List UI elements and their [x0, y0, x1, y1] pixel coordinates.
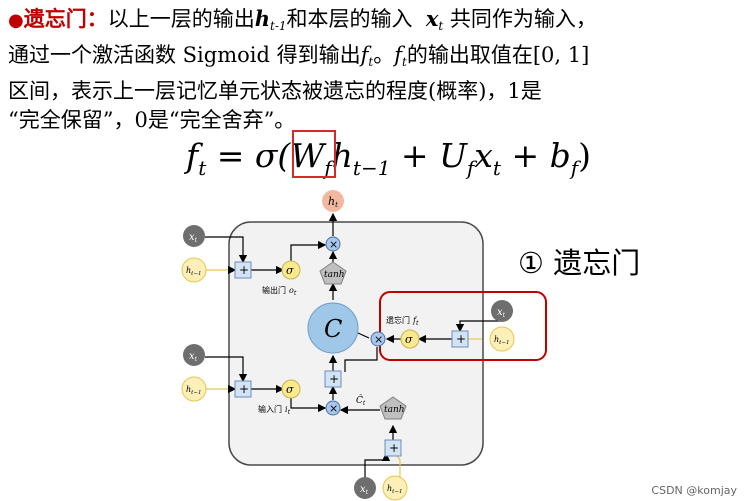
- wf-highlight-box: [292, 130, 336, 178]
- para-line-3: 区间，表示上一层记忆单元状态被遗忘的程度(概率)，1是: [8, 79, 542, 103]
- math-x: x: [425, 6, 439, 31]
- formula-h: h: [331, 136, 353, 175]
- para-line-4: “完全保留”，0是“完全舍弃”。: [8, 108, 296, 132]
- sigma-input-node: [281, 379, 301, 399]
- para-text: 和本层的输入: [286, 7, 413, 31]
- plus-symbol: +: [329, 372, 339, 386]
- multiply-forget-node: [370, 331, 386, 347]
- sigma-label: σ: [286, 383, 294, 396]
- multiply-input-node: [325, 400, 341, 416]
- ht-output-node: [322, 190, 344, 212]
- xt-label: xt: [360, 484, 369, 496]
- ht1-forget-node: [489, 326, 515, 352]
- ht-output-label: ht: [328, 195, 338, 209]
- multiply-symbol: ×: [374, 333, 383, 346]
- formula-h-sub: t−1: [352, 156, 391, 180]
- plus-symbol: +: [239, 263, 249, 277]
- watermark: CSDN @komjay: [651, 484, 737, 497]
- para-line-1: ●遗忘门：以上一层的输出ht-1和本层的输入 xt 共同作为输入，: [8, 4, 746, 41]
- xt-forget-node: [491, 300, 513, 322]
- formula-sigma: σ(: [254, 136, 291, 175]
- tanh-label: tanh: [324, 270, 345, 280]
- plus-input-node: [234, 380, 252, 398]
- sigma-output-node: [281, 260, 301, 280]
- forget-gate-highlight: [379, 291, 547, 361]
- sigma-forget-node: [400, 329, 420, 349]
- para-text: 。: [373, 43, 395, 67]
- ht1-label: ht−1: [186, 266, 201, 277]
- forget-gate-formula: ft = σ(Wfht−1 + Ufxt + bf): [186, 130, 591, 186]
- multiply-symbol: ×: [329, 402, 338, 415]
- cell-state-node: [307, 302, 359, 354]
- formula-U: U: [439, 136, 467, 175]
- formula-x-sub: t: [492, 156, 501, 180]
- xt-label: xt: [497, 307, 506, 319]
- tanh-candidate-node: [379, 396, 407, 420]
- tanh-output-node: [319, 261, 347, 285]
- ht1-candidate-node: [382, 475, 408, 501]
- ctilde-label: Ĉt: [356, 394, 366, 407]
- ht1-label: ht−1: [494, 335, 509, 346]
- formula-b: b: [549, 136, 571, 175]
- formula-b-sub: f: [570, 156, 579, 180]
- formula-f: f: [186, 136, 199, 175]
- ht1-label: ht−1: [186, 385, 201, 396]
- xt-label: xt: [189, 232, 198, 244]
- multiply-output-node: [325, 236, 341, 252]
- para-text: 的输出取值在[0, 1]: [406, 43, 590, 67]
- formula-f-sub: t: [198, 156, 207, 180]
- math-f-sub: t: [402, 55, 407, 69]
- math-h-sub: t-1: [270, 19, 287, 33]
- sigma-label: σ: [286, 264, 294, 277]
- bullet-icon: ●: [8, 10, 24, 31]
- gate-label: ① 遗忘门: [518, 246, 641, 280]
- ht1-input-node: [181, 376, 207, 402]
- para-line-2: 通过一个激活函数 Sigmoid 得到输出ft。ft的输出取值在[0, 1]: [8, 41, 746, 77]
- plus-cell-node: [324, 370, 342, 388]
- xt-candidate-node: [354, 477, 376, 499]
- math-h: h: [254, 6, 270, 31]
- para-text: 通过一个激活函数 Sigmoid 得到输出: [8, 43, 361, 67]
- formula-x: x: [474, 136, 493, 175]
- ht1-label: ht−1: [387, 484, 402, 495]
- sigma-label: σ: [405, 333, 413, 346]
- plus-output-node: [234, 261, 252, 279]
- multiply-symbol: ×: [329, 238, 338, 251]
- tanh-label: tanh: [384, 405, 405, 415]
- plus-symbol: +: [239, 382, 249, 396]
- xt-output-node: [183, 225, 205, 247]
- para-text: 共同作为输入，: [449, 7, 597, 31]
- xt-input-node: [183, 344, 205, 366]
- formula-close: ): [578, 136, 592, 175]
- plus-symbol: +: [456, 332, 466, 346]
- ht1-output-node: [181, 257, 207, 283]
- description-paragraph: ●遗忘门：以上一层的输出ht-1和本层的输入 xt 共同作为输入， 通过一个激活…: [8, 4, 746, 135]
- cell-state-label: C: [324, 315, 342, 343]
- lstm-cell-box: [228, 221, 484, 466]
- plus-candidate-node: [384, 439, 402, 457]
- math-x-sub: t: [438, 19, 444, 33]
- math-f-sub: t: [368, 55, 374, 69]
- plus-symbol: +: [389, 441, 399, 455]
- plus-forget-node: [451, 330, 469, 348]
- formula-plus: +: [500, 136, 550, 175]
- formula-U-sub: f: [466, 156, 475, 180]
- formula-plus: +: [390, 136, 440, 175]
- math-f: f: [394, 43, 403, 67]
- term-forget-gate: 遗忘门：: [23, 7, 108, 31]
- xt-label: xt: [189, 351, 198, 363]
- formula-eq: =: [206, 136, 255, 175]
- para-text: 以上一层的输出: [107, 7, 255, 31]
- formula-W-sub: f: [324, 156, 332, 180]
- formula-W: W: [290, 136, 325, 175]
- math-f: f: [360, 43, 369, 67]
